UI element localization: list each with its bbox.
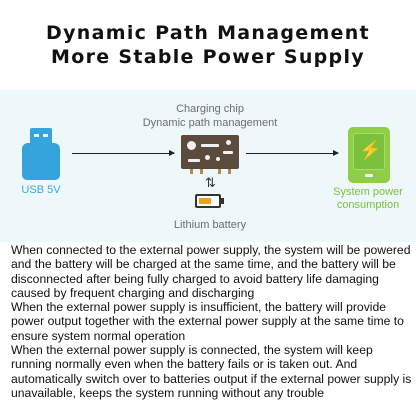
chip-label-line-1: Charging chip (176, 103, 244, 115)
arrow-usb-to-chip (72, 150, 175, 156)
title-line-2: More Stable Power Supply (51, 46, 365, 68)
paragraph-connected: When connected to the external power sup… (11, 243, 411, 300)
title-line-1: Dynamic Path Management (46, 22, 370, 44)
system-label-line-2: consumption (336, 199, 400, 211)
lightning-bolt-icon: ⚡ (359, 140, 382, 160)
arrow-chip-to-system (246, 150, 339, 156)
paragraph-battery-fail: When the external power supply is connec… (11, 343, 412, 400)
circuit-chip-icon (181, 135, 239, 169)
battery-label: Lithium battery (173, 219, 247, 231)
paragraph-insufficient: When the external power supply is insuff… (11, 300, 404, 343)
system-label-line-1: System power (333, 186, 403, 198)
chip-label-line-2: Dynamic path management (142, 117, 278, 129)
usb-label: USB 5V (21, 184, 61, 196)
description-text: When connected to the external power sup… (11, 243, 413, 400)
swap-arrows-icon: ⇅ (205, 175, 216, 190)
